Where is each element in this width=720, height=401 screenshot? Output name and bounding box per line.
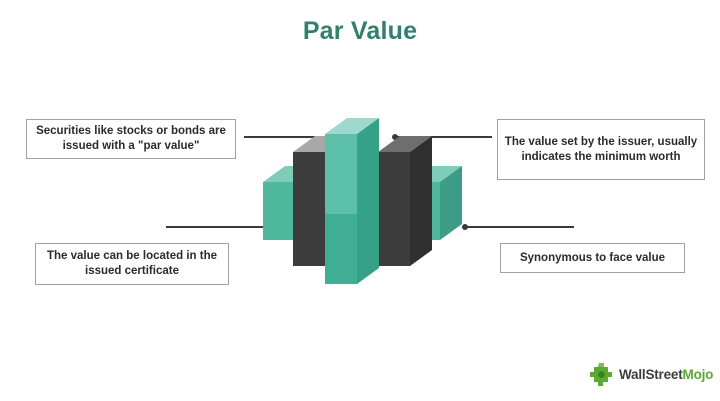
top-right-connector-dot: [392, 134, 398, 140]
callout-box-bottom-right: Synonymous to face value: [500, 243, 685, 273]
callout-box-top-right: The value set by the issuer, usually ind…: [497, 119, 705, 180]
wallstreetmojo-logo: WallStreetMojo: [588, 359, 713, 389]
callout-text-top-right: The value set by the issuer, usually ind…: [504, 135, 698, 163]
page-title: Par Value: [302, 17, 418, 45]
logo-word-accent: Mojo: [682, 366, 714, 382]
top-right-connector-line: [396, 136, 492, 138]
logo-word-primary: WallStreet: [619, 366, 683, 382]
top-left-connector-line: [244, 136, 348, 138]
block-4-dark-gray-medium: [378, 136, 432, 266]
stacked-3d-blocks-graphic: [255, 118, 470, 288]
block-3-teal-tall: [325, 118, 379, 284]
bottom-left-connector-line: [166, 226, 268, 228]
callout-box-bottom-left: The value can be located in the issued c…: [35, 243, 229, 285]
bottom-right-connector-dot: [462, 224, 468, 230]
callout-box-top-left: Securities like stocks or bonds are issu…: [26, 119, 236, 159]
callout-text-bottom-left: The value can be located in the issued c…: [47, 250, 217, 277]
wallstreetmojo-cross-icon: [588, 361, 615, 388]
wallstreetmojo-wordmark: WallStreetMojo: [619, 367, 713, 382]
bottom-right-connector-line: [466, 226, 574, 228]
callout-text-bottom-right: Synonymous to face value: [519, 251, 666, 264]
callout-text-top-left: Securities like stocks or bonds are issu…: [36, 125, 226, 152]
